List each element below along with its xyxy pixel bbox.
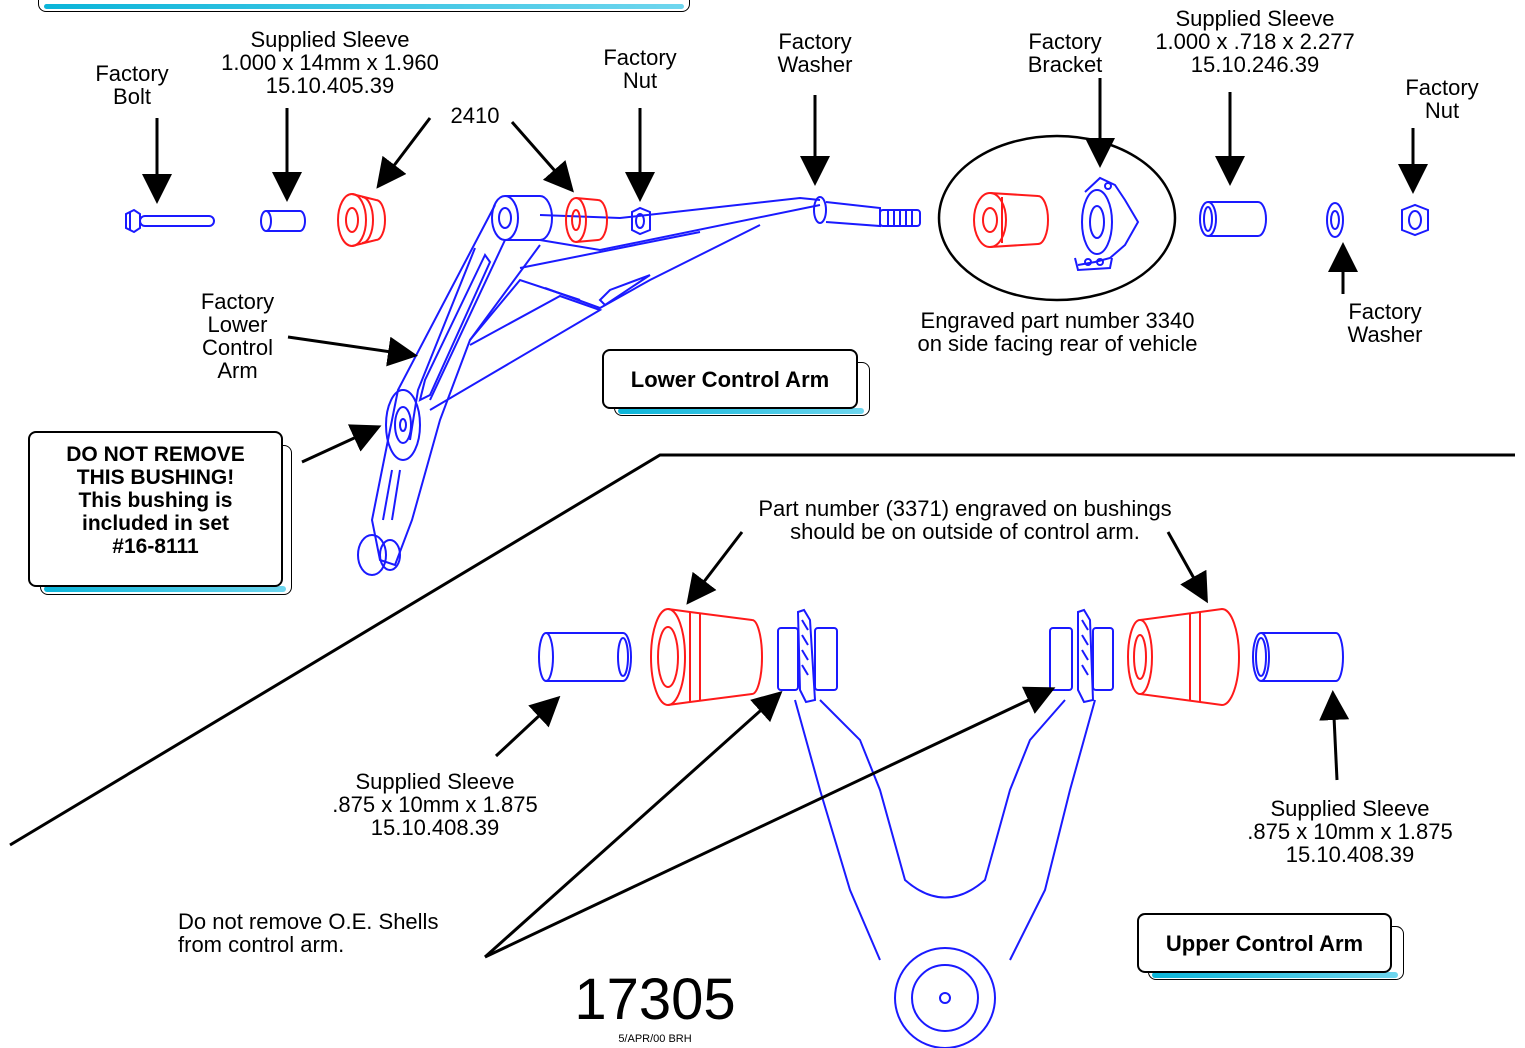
upper-control-arm — [777, 608, 1114, 1048]
document-date-code: 5/APR/00 BRH — [618, 1033, 692, 1045]
upper-control-arm-callout: Upper Control Arm — [1137, 913, 1392, 973]
do-not-remove-callout: DO NOT REMOVE THIS BUSHING! This bushing… — [28, 431, 283, 587]
lower-control-arm — [357, 195, 921, 576]
leader-arrows — [142, 78, 1428, 959]
bushing-3371-right — [1127, 607, 1240, 707]
upper-arm-box-accent — [1152, 972, 1398, 978]
do-not-remove-box-accent — [44, 586, 286, 592]
factory-nut-right — [1401, 203, 1429, 237]
factory-nut-left — [631, 206, 651, 236]
label-part-2410: 2410 — [450, 103, 500, 128]
lower-control-arm-callout: Lower Control Arm — [602, 349, 858, 409]
header-banner-accent — [44, 4, 684, 9]
factory-washer-right — [1326, 202, 1344, 238]
document-number: 17305 — [574, 967, 736, 1032]
section-divider-line — [9, 453, 1515, 847]
factory-bolt — [125, 208, 215, 234]
sleeve-top-right — [1199, 201, 1267, 237]
bracket-detail-circle — [937, 134, 1177, 302]
sleeve-bottom-left — [538, 632, 632, 682]
sleeve-bottom-right — [1252, 632, 1344, 682]
bushing-2410-left — [337, 193, 386, 247]
bushing-3371-left — [650, 608, 763, 706]
factory-bracket — [1074, 176, 1140, 272]
lower-arm-box-accent — [618, 408, 864, 414]
bushing-2410-right — [565, 197, 608, 243]
bushing-3340 — [973, 192, 1049, 248]
sleeve-top-left — [260, 210, 306, 232]
